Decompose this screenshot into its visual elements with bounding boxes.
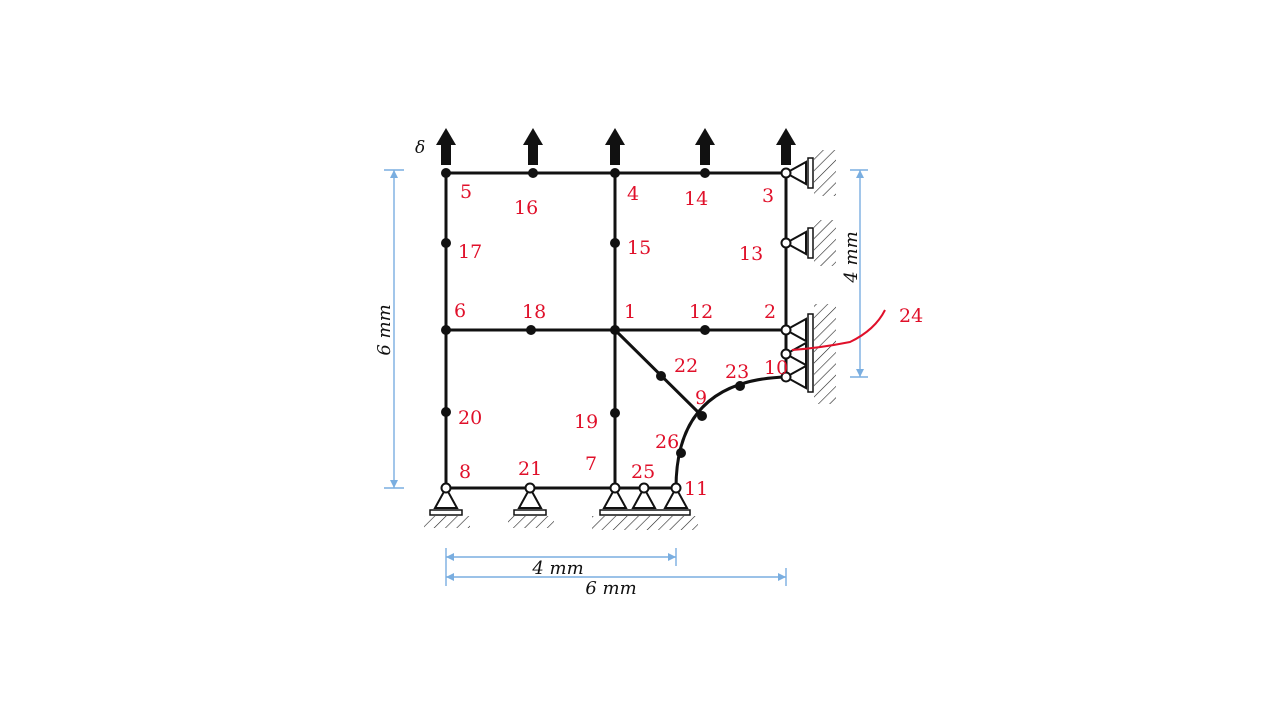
node-10 <box>780 371 792 383</box>
node-21 <box>524 482 536 494</box>
node-9 <box>697 411 707 421</box>
arrow-icon <box>605 128 625 165</box>
arrow-icon <box>695 128 715 165</box>
arrow-icon <box>436 128 456 165</box>
node-26 <box>676 448 686 458</box>
node-15 <box>610 238 620 248</box>
dim-width-outer: 6 mm <box>585 578 636 599</box>
node-8 <box>440 482 452 494</box>
node-1 <box>610 325 620 335</box>
node-14 <box>700 168 710 178</box>
pointer-24 <box>791 309 886 351</box>
roller-support-icon <box>783 150 836 196</box>
dim-height-left: 6 mm <box>374 304 395 355</box>
right-supports <box>783 150 836 404</box>
node-5 <box>441 168 451 178</box>
node-13 <box>780 237 792 249</box>
node-labels: 5 16 4 14 3 17 15 13 6 18 1 12 2 24 22 2… <box>454 181 923 500</box>
node-17 <box>441 238 451 248</box>
arrow-icon <box>523 128 543 165</box>
label-node: 16 <box>514 197 538 219</box>
label-node: 7 <box>585 453 597 475</box>
label-node: 21 <box>518 458 542 480</box>
nodes <box>440 167 792 494</box>
label-node: 19 <box>574 411 598 433</box>
load-symbol: δ <box>415 138 425 158</box>
label-node: 3 <box>762 185 774 207</box>
label-node: 13 <box>739 243 763 265</box>
label-node: 18 <box>522 301 546 323</box>
node-7 <box>609 482 621 494</box>
label-node: 23 <box>725 361 749 383</box>
label-node: 24 <box>899 305 923 327</box>
node-3 <box>780 167 792 179</box>
pin-support-icon <box>508 485 554 528</box>
label-node: 14 <box>684 188 708 210</box>
node-23 <box>735 381 745 391</box>
label-node: 10 <box>764 357 788 379</box>
node-24 <box>780 348 792 360</box>
label-node: 1 <box>624 301 636 323</box>
node-11 <box>670 482 682 494</box>
label-node: 22 <box>674 355 698 377</box>
node-6 <box>441 325 451 335</box>
roller-support-icon <box>783 220 836 266</box>
label-node: 15 <box>627 237 651 259</box>
node-18 <box>526 325 536 335</box>
bottom-supports <box>424 485 698 530</box>
node-22 <box>656 371 666 381</box>
label-node: 20 <box>458 407 482 429</box>
node-12 <box>700 325 710 335</box>
dim-height-right: 4 mm <box>841 231 862 283</box>
dimensions: 6 mm 4 mm 4 mm 6 mm <box>374 169 868 599</box>
node-25 <box>638 482 650 494</box>
curved-edge <box>674 375 788 490</box>
node-4 <box>610 168 620 178</box>
node-16 <box>528 168 538 178</box>
node-2 <box>780 324 792 336</box>
label-node: 26 <box>655 431 679 453</box>
label-node: 17 <box>458 241 482 263</box>
label-node: 11 <box>684 478 708 500</box>
label-node: 4 <box>627 183 639 205</box>
pin-support-icon <box>424 485 470 528</box>
label-node: 5 <box>460 181 472 203</box>
roller-support-icon <box>783 304 836 404</box>
label-node: 8 <box>459 461 471 483</box>
label-node: 6 <box>454 300 466 322</box>
node-20 <box>441 407 451 417</box>
node-19 <box>610 408 620 418</box>
label-node: 12 <box>689 301 713 323</box>
arrow-icon <box>776 128 796 165</box>
label-node: 2 <box>764 301 776 323</box>
label-node: 25 <box>631 461 655 483</box>
dim-width-inner: 4 mm <box>531 558 583 579</box>
label-node: 9 <box>695 387 707 409</box>
load-arrows: δ <box>415 128 796 165</box>
pin-support-icon <box>592 485 698 530</box>
